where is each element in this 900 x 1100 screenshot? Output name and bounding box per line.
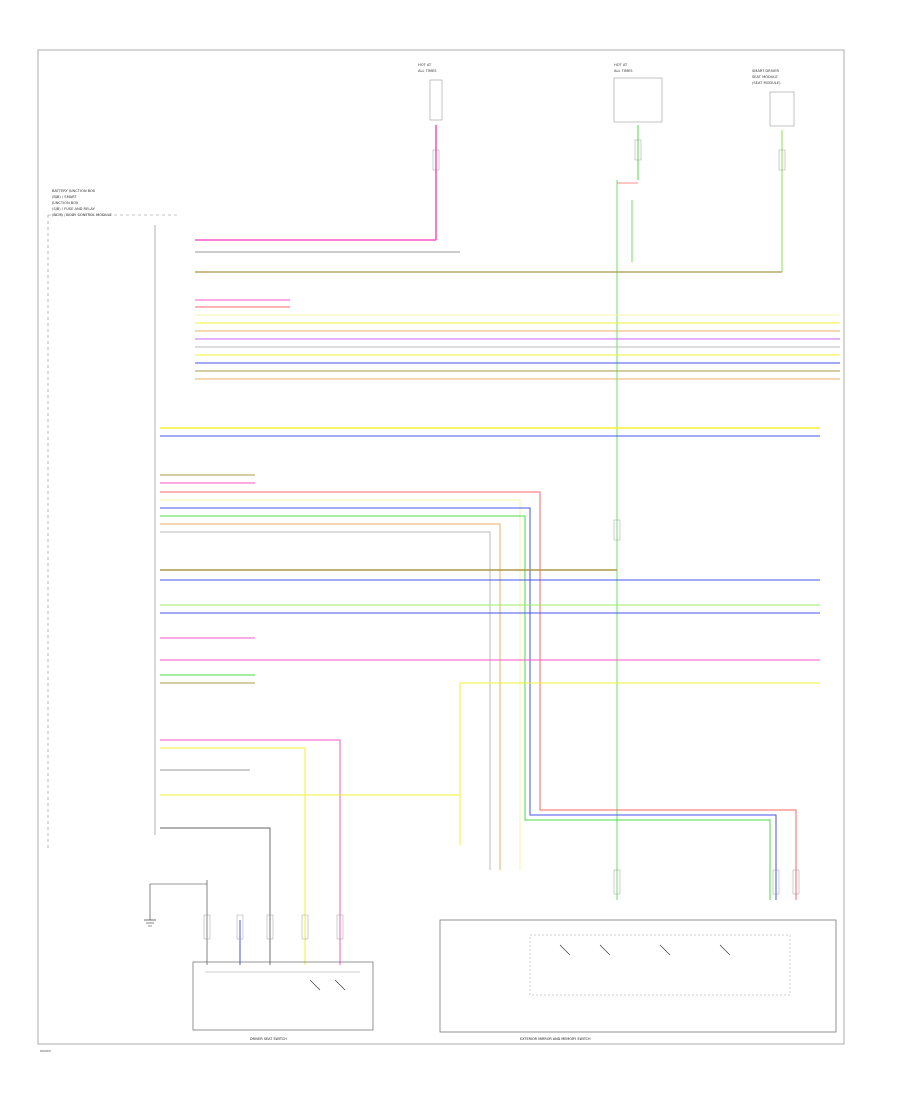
diagram-frame [37,49,845,1045]
svg-text:SMART DRIVER: SMART DRIVER [752,69,779,73]
module-title: BATTERY JUNCTION BOX (BJB) / SMART JUNCT… [51,189,112,217]
module-middle-rows [160,427,820,900]
svg-text:(BJB) / SMART: (BJB) / SMART [52,195,77,199]
connector-icon [203,139,800,940]
svg-text:(BCM) / BODY CONTROL MODULE: (BCM) / BODY CONTROL MODULE [52,213,112,217]
svg-text:HOT AT: HOT AT [418,63,432,67]
page-code: W0003 [40,1049,51,1053]
module-top-rows [195,239,840,380]
svg-text:(SJB) / FUSE AND RELAY: (SJB) / FUSE AND RELAY [52,207,96,211]
ground-symbol-icon [144,884,156,927]
hot-source-2: HOT AT ALL TIMES [613,63,663,123]
svg-text:EXTERIOR MIRROR AND MEMORY SWI: EXTERIOR MIRROR AND MEMORY SWITCH [520,1037,591,1041]
svg-text:DRIVER SEAT SWITCH: DRIVER SEAT SWITCH [250,1037,287,1041]
svg-text:ALL TIMES: ALL TIMES [614,69,633,73]
svg-text:JUNCTION BOX: JUNCTION BOX [51,201,79,205]
svg-text:ALL TIMES: ALL TIMES [418,69,437,73]
hot-source-1: HOT AT ALL TIMES [418,63,443,121]
driver-seat-switch: DRIVER SEAT SWITCH [192,961,374,1041]
switch-contact-icon [309,979,321,991]
svg-text:SEAT MODULE: SEAT MODULE [752,75,778,79]
svg-text:BATTERY JUNCTION BOX: BATTERY JUNCTION BOX [52,189,96,193]
seat-switch-wires [150,739,461,965]
svg-text:HOT AT: HOT AT [614,63,628,67]
mirror-switch: EXTERIOR MIRROR AND MEMORY SWITCH [439,919,837,1041]
ground-module-block: SMART DRIVER SEAT MODULE (SEAT MODULE) [752,69,795,127]
svg-text:(SEAT MODULE): (SEAT MODULE) [752,81,781,85]
